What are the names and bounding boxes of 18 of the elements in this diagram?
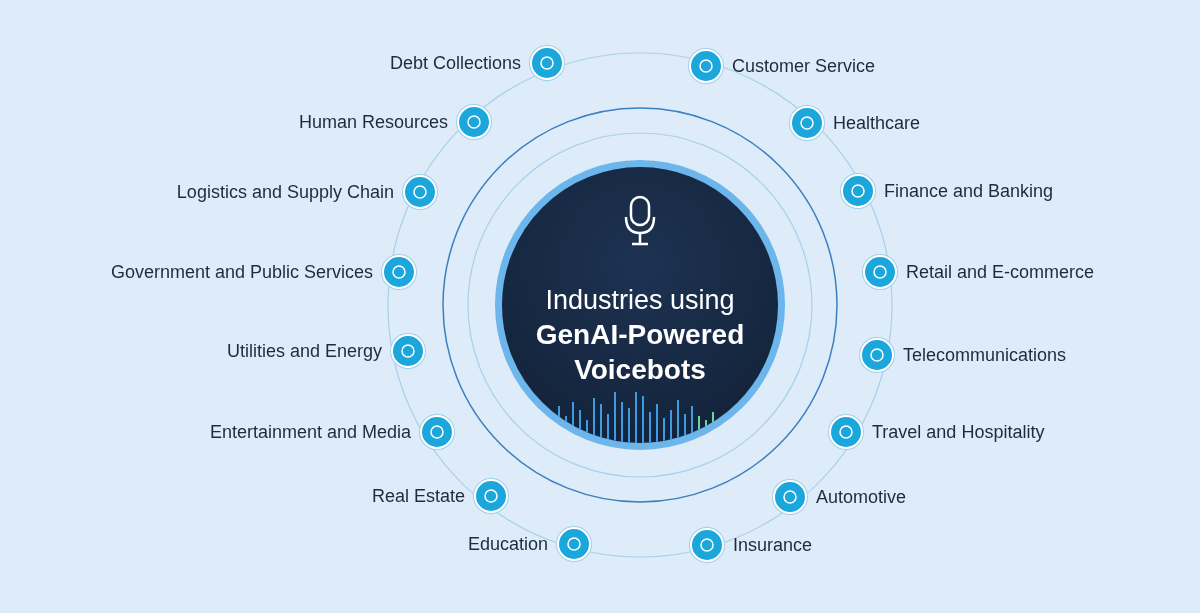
heading-text: Industries using (544, 285, 736, 316)
heading-text: GenAI-Powered Voicebots (534, 318, 746, 387)
industry-label: Logistics and Supply Chain (176, 181, 394, 203)
industry-label: Government and Public Services (110, 261, 373, 283)
industry-label: Insurance (733, 534, 813, 556)
industry-label: Human Resources (298, 111, 448, 133)
industry-label: Telecommunications (903, 344, 1067, 366)
industry-label: Retail and E-commerce (906, 261, 1095, 283)
industry-label: Debt Collections (389, 52, 521, 74)
industry-label: Entertainment and Media (209, 421, 411, 443)
industry-label: Utilities and Energy (226, 340, 382, 362)
industry-label: Finance and Banking (884, 180, 1054, 202)
industry-label: Travel and Hospitality (872, 421, 1045, 443)
industry-label: Customer Service (732, 55, 876, 77)
industry-label: Real Estate (371, 485, 465, 507)
industry-label: Automotive (816, 486, 907, 508)
industry-label: Healthcare (833, 112, 921, 134)
industry-label: Education (467, 533, 548, 555)
